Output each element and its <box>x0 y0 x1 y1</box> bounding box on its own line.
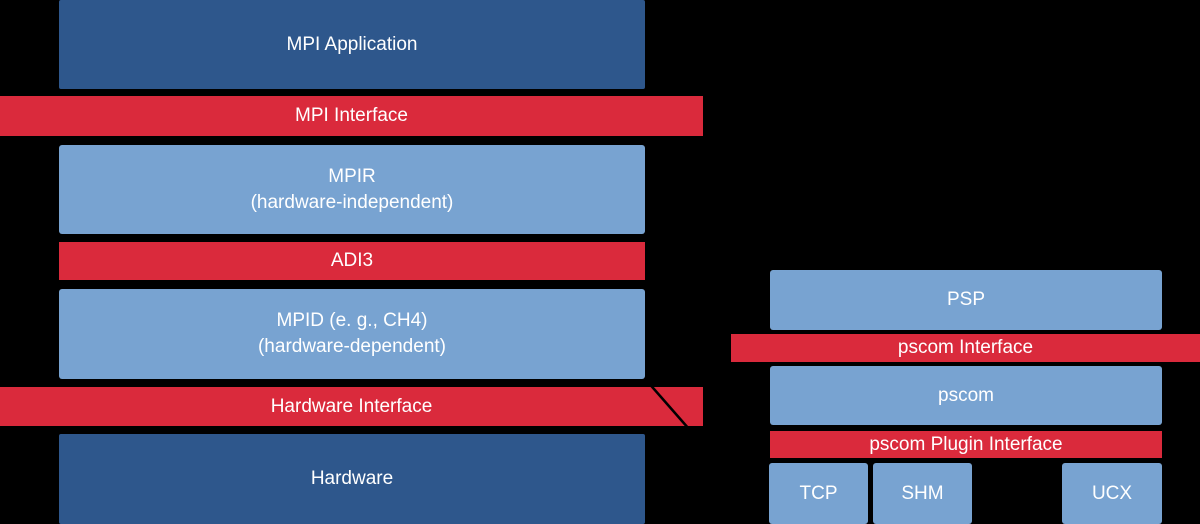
hardware-interface-bar: Hardware Interface <box>0 387 703 426</box>
tcp-plugin-label: TCP <box>799 482 838 504</box>
mpi-application-label: MPI Application <box>286 33 418 55</box>
mpi-interface-label: MPI Interface <box>295 105 408 126</box>
hardware-interface-connector-line <box>646 380 690 430</box>
mpid-label-line2: (hardware-dependent) <box>257 336 446 357</box>
hardware-interface-label: Hardware Interface <box>270 395 433 417</box>
mpir-label-line1: MPIR <box>328 165 376 187</box>
hardware-box: Hardware <box>59 434 645 524</box>
pscom-label: pscom <box>938 384 994 406</box>
mpi-interface-bar: MPI Interface <box>0 96 703 136</box>
mpir-label-line2: (hardware-independent) <box>250 191 454 213</box>
pscom-interface-label: pscom Interface <box>897 337 1034 358</box>
shm-plugin-label: SHM <box>901 482 944 504</box>
adi3-label: ADI3 <box>330 250 374 271</box>
mpi-application-box: MPI Application <box>59 0 645 89</box>
mpir-box: MPIR (hardware-independent) <box>59 145 645 234</box>
hardware-label: Hardware <box>310 468 394 489</box>
pscom-plugin-interface-bar: pscom Plugin Interface <box>770 431 1162 458</box>
pscom-interface-bar: pscom Interface <box>731 334 1200 362</box>
shm-plugin-box: SHM <box>873 463 972 524</box>
psp-label: PSP <box>946 289 986 310</box>
pscom-box: pscom <box>770 366 1162 425</box>
tcp-plugin-box: TCP <box>769 463 868 524</box>
mpid-box: MPID (e. g., CH4) (hardware-dependent) <box>59 289 645 379</box>
pscom-plugin-interface-label: pscom Plugin Interface <box>869 433 1063 455</box>
adi3-bar: ADI3 <box>59 242 645 280</box>
ucx-plugin-box: UCX <box>1062 463 1162 524</box>
mpid-label-line1: MPID (e. g., CH4) <box>276 310 428 331</box>
psp-box: PSP <box>770 270 1162 330</box>
ucx-plugin-label: UCX <box>1091 482 1133 504</box>
